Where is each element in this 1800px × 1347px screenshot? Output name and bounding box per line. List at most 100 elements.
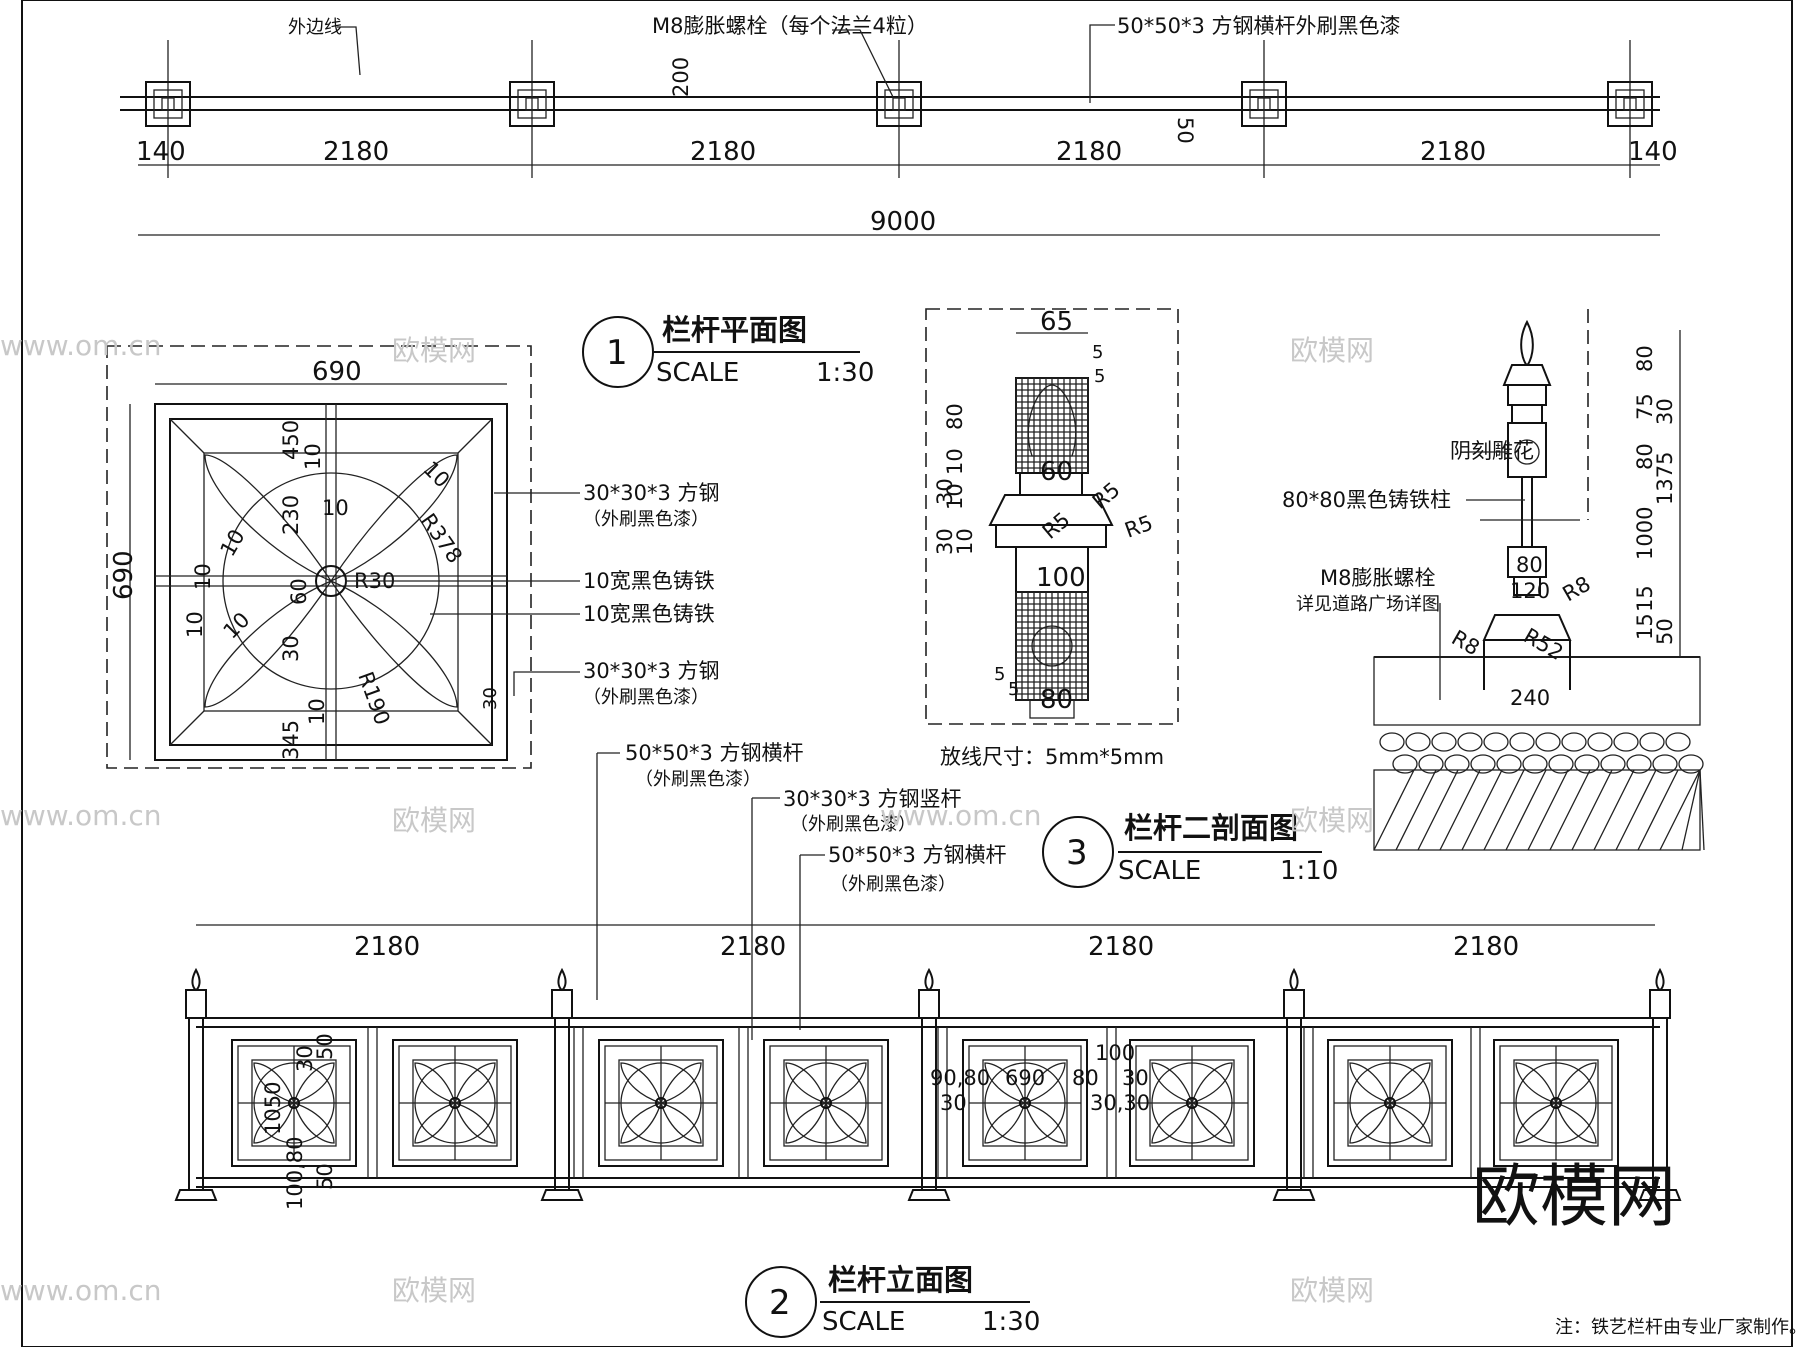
elev-dim-30-30: 30,30 bbox=[1090, 1091, 1150, 1115]
pd-dim-100: 100 bbox=[1036, 563, 1086, 593]
elevation-title: 栏杆立面图 bbox=[828, 1263, 973, 1297]
plan-scale: 1:30 bbox=[816, 358, 874, 388]
elev-span-1: 2180 bbox=[354, 932, 420, 962]
note-steel-1-sub: （外刷黑色漆） bbox=[583, 509, 709, 530]
note-steel-1: 30*30*3 方钢 bbox=[583, 481, 719, 505]
sec-dim-240: 240 bbox=[1510, 686, 1550, 710]
pd-dim-5a: 5 bbox=[1092, 342, 1103, 363]
plan-title: 栏杆平面图 bbox=[662, 313, 807, 347]
elev-span-3: 2180 bbox=[1088, 932, 1154, 962]
elev-dim-30c: 30 bbox=[1122, 1066, 1149, 1090]
petals bbox=[204, 454, 458, 708]
elev-note-rail-2-sub: （外刷黑色漆） bbox=[830, 874, 956, 895]
elevation-scale: 1:30 bbox=[982, 1307, 1040, 1337]
pd-dim-10-30: 30 bbox=[933, 478, 957, 505]
sec-dim-1000: 1000 bbox=[1633, 507, 1657, 560]
panel-plan: 690 690 450 10 230 10 60 30 345 10 10 10… bbox=[106, 345, 719, 769]
elevation: 50*50*3 方钢横杆 （外刷黑色漆） 30*30*3 方钢竖杆 （外刷黑色漆… bbox=[174, 741, 1682, 1210]
plan-dim-450: 450 bbox=[279, 420, 303, 460]
svg-text:欧模网: 欧模网 bbox=[1290, 1274, 1374, 1307]
svg-text:欧模网: 欧模网 bbox=[1290, 804, 1374, 837]
section-scale-label: SCALE bbox=[1118, 856, 1201, 886]
plan-dim-10f: 10 bbox=[216, 525, 250, 560]
plan-dim-60: 60 bbox=[287, 578, 311, 605]
flange-plate bbox=[876, 81, 922, 127]
pd-dim-80b: 80 bbox=[1040, 685, 1073, 715]
railing-panel bbox=[1493, 1039, 1619, 1167]
section-note-carving: 阴刻雕花 bbox=[1450, 439, 1534, 463]
section-note-post: 80*80黑色铸铁柱 bbox=[1282, 488, 1451, 512]
plan-r378: R378 bbox=[416, 509, 467, 568]
dim-end-right: 140 bbox=[1628, 137, 1678, 167]
pd-dim-5b: 5 bbox=[1094, 366, 1105, 387]
section-title: 栏杆二剖面图 bbox=[1124, 811, 1298, 845]
elev-span-4: 2180 bbox=[1453, 932, 1519, 962]
elevation-scale-label: SCALE bbox=[822, 1307, 905, 1337]
note-steel-2: 30*30*3 方钢 bbox=[583, 659, 719, 683]
plan-dim-690-width: 690 bbox=[312, 357, 362, 387]
sec-dim-80-75-80: 80 bbox=[1633, 345, 1657, 372]
plan-r190: R190 bbox=[353, 669, 394, 729]
dim-span-1: 2180 bbox=[323, 137, 389, 167]
flange-plate bbox=[1607, 81, 1653, 127]
svg-text:欧模网: 欧模网 bbox=[1290, 334, 1374, 367]
railing-panel bbox=[231, 1039, 357, 1167]
plan-title-number: 1 bbox=[606, 333, 628, 373]
plan-dim-10c: 10 bbox=[305, 698, 329, 725]
watermarks: 欧模网 欧模网 欧模网 欧模网 欧模网 欧模网 www.om.cn www.om… bbox=[0, 329, 1374, 1307]
railing-post bbox=[174, 967, 218, 1201]
dim-50: 50 bbox=[1173, 117, 1197, 144]
svg-text:欧模网: 欧模网 bbox=[392, 1274, 476, 1307]
pd-r5b: R5 bbox=[1038, 507, 1075, 543]
pd-caption: 放线尺寸：5mm*5mm bbox=[940, 745, 1164, 769]
dim-200: 200 bbox=[669, 57, 693, 97]
note-steel-2-sub: （外刷黑色漆） bbox=[583, 687, 709, 708]
elev-dim-50: 50 bbox=[313, 1033, 337, 1060]
flange-plate bbox=[509, 81, 555, 127]
elev-dim-80: 80 bbox=[1072, 1066, 1099, 1090]
plan-dim-345: 345 bbox=[279, 720, 303, 760]
pd-r5c: R5 bbox=[1122, 511, 1156, 543]
pd-dim-65: 65 bbox=[1040, 307, 1073, 337]
elev-note-rail-1: 50*50*3 方钢横杆 bbox=[625, 741, 803, 765]
top-plan-strip: 外边线 M8膨胀螺栓（每个法兰4粒） 50*50*3 方钢横杆外刷黑色漆 200… bbox=[120, 14, 1678, 237]
elevation-title-number: 2 bbox=[769, 1283, 791, 1323]
outer-line-label: 外边线 bbox=[288, 17, 342, 38]
dim-span-4: 2180 bbox=[1420, 137, 1486, 167]
railing-panel bbox=[1327, 1039, 1453, 1167]
elev-note-rail-1-sub: （外刷黑色漆） bbox=[635, 769, 761, 790]
section-detail: 阴刻雕花 80*80黑色铸铁柱 M8膨胀螺栓 详见道路广场详图 80 75 80… bbox=[1282, 309, 1705, 851]
note-iron-1: 10宽黑色铸铁 bbox=[583, 569, 715, 593]
pd-dim-30b: 30 bbox=[933, 528, 957, 555]
elev-note-post-sub: （外刷黑色漆） bbox=[790, 814, 916, 835]
elev-note-post: 30*30*3 方钢竖杆 bbox=[783, 787, 961, 811]
elev-span-2: 2180 bbox=[720, 932, 786, 962]
sec-dim-120: 120 bbox=[1510, 579, 1550, 603]
title-block-section: 3 栏杆二剖面图 SCALE 1:10 bbox=[1042, 811, 1338, 888]
plan-dim-10e: 10 bbox=[183, 611, 207, 638]
pd-r5a: R5 bbox=[1088, 477, 1125, 513]
title-block-elevation: 2 栏杆立面图 SCALE 1:30 bbox=[745, 1263, 1040, 1338]
sec-dim-80b: 80 bbox=[1633, 443, 1657, 470]
flange-plate bbox=[1241, 81, 1287, 127]
sheet-border bbox=[21, 0, 1793, 1347]
post-detail: 65 5 5 80 30 10 10 30 10 60 R5 R5 R5 100… bbox=[925, 307, 1179, 769]
pd-dim-5d: 5 bbox=[1008, 679, 1019, 700]
elev-dim-50b: 50 bbox=[313, 1163, 337, 1190]
dim-end-left: 140 bbox=[136, 137, 186, 167]
railing-panel bbox=[962, 1039, 1088, 1167]
pd-dim-10b: 10 bbox=[943, 483, 967, 510]
elev-dim-1050: 1050 bbox=[261, 1082, 285, 1135]
pd-dim-10a: 10 bbox=[943, 448, 967, 475]
plan-dim-690-height: 690 bbox=[109, 550, 139, 600]
pd-dim-60: 60 bbox=[1040, 457, 1073, 487]
dim-span-3: 2180 bbox=[1056, 137, 1122, 167]
elev-dim-30: 30 bbox=[293, 1045, 317, 1072]
plan-dim-30b: 30 bbox=[480, 687, 501, 710]
pd-dim-80: 80 bbox=[943, 403, 967, 430]
sec-dim-1375: 1375 bbox=[1653, 452, 1677, 505]
title-block-plan: 1 栏杆平面图 SCALE 1:30 bbox=[582, 313, 874, 388]
bolt-label: M8膨胀螺栓（每个法兰4粒） bbox=[652, 14, 928, 38]
elev-dim-100-80: 100,80 bbox=[283, 1137, 307, 1210]
